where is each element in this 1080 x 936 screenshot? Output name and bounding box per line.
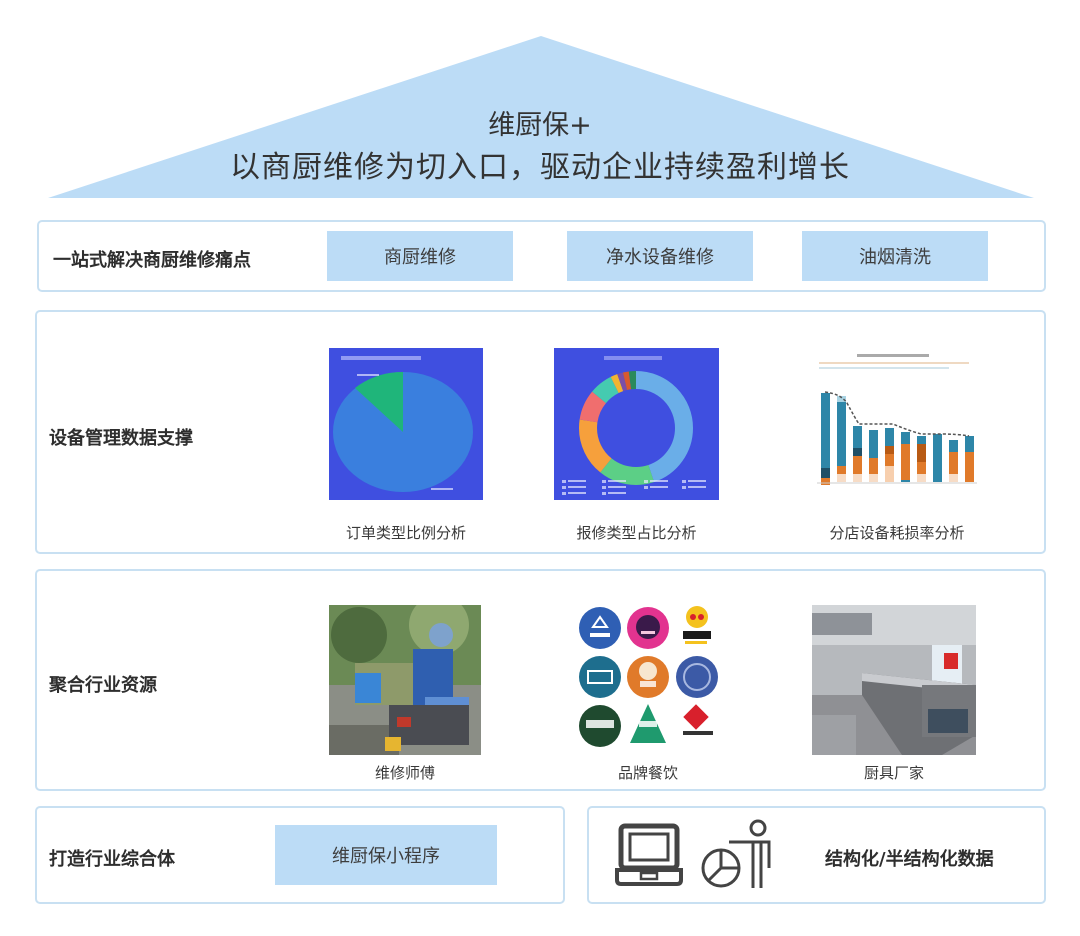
resource-caption-kitchen-manufacturers: 厨具厂家 [863, 764, 924, 782]
roof-title: 维厨保+ [488, 110, 592, 141]
kitchen-equipment-photo [812, 605, 976, 755]
resources-panel: 聚合行业资源 维修师傅 [35, 569, 1046, 791]
data-support-label: 设备管理数据支撑 [49, 428, 193, 449]
resource-caption-brands: 品牌餐饮 [617, 764, 678, 782]
chart-caption-order-type: 订单类型比例分析 [345, 524, 466, 542]
laptop-icon [615, 823, 683, 886]
chart-caption-store-wear-rate: 分店设备耗损率分析 [829, 524, 965, 542]
roof-subtitle: 以商厨维修为切入口，驱动企业持续盈利增长 [230, 150, 850, 185]
stacked-bar-chart-thumbnail [807, 348, 987, 500]
mini-program-button[interactable]: 维厨保小程序 [275, 825, 497, 885]
service-hood-cleaning[interactable]: 油烟清洗 [802, 231, 988, 281]
service-water-purifier-repair[interactable]: 净水设备维修 [567, 231, 753, 281]
restaurant-brand-logos [573, 603, 723, 753]
industry-complex-label: 打造行业综合体 [49, 849, 175, 870]
donut-chart-thumbnail [554, 348, 719, 500]
structured-data-label: 结构化/半结构化数据 [825, 849, 994, 870]
data-support-panel: 设备管理数据支撑 订单类型比例分析 [35, 310, 1046, 554]
industry-complex-panel: 打造行业综合体 维厨保小程序 [35, 806, 565, 904]
chart-caption-repair-type: 报修类型占比分析 [576, 524, 697, 542]
pain-points-label: 一站式解决商厨维修痛点 [53, 250, 251, 271]
pain-points-panel: 一站式解决商厨维修痛点 商厨维修 净水设备维修 油烟清洗 [37, 220, 1046, 292]
roof-triangle [48, 36, 1034, 198]
resource-caption-technician: 维修师傅 [374, 764, 435, 782]
repair-technician-photo [329, 605, 481, 755]
resources-label: 聚合行业资源 [49, 675, 157, 696]
pie-chart-thumbnail [329, 348, 483, 500]
presentation-pie-chart-icon [701, 819, 771, 888]
structured-data-panel: 结构化/半结构化数据 [587, 806, 1046, 904]
service-kitchen-repair[interactable]: 商厨维修 [327, 231, 513, 281]
